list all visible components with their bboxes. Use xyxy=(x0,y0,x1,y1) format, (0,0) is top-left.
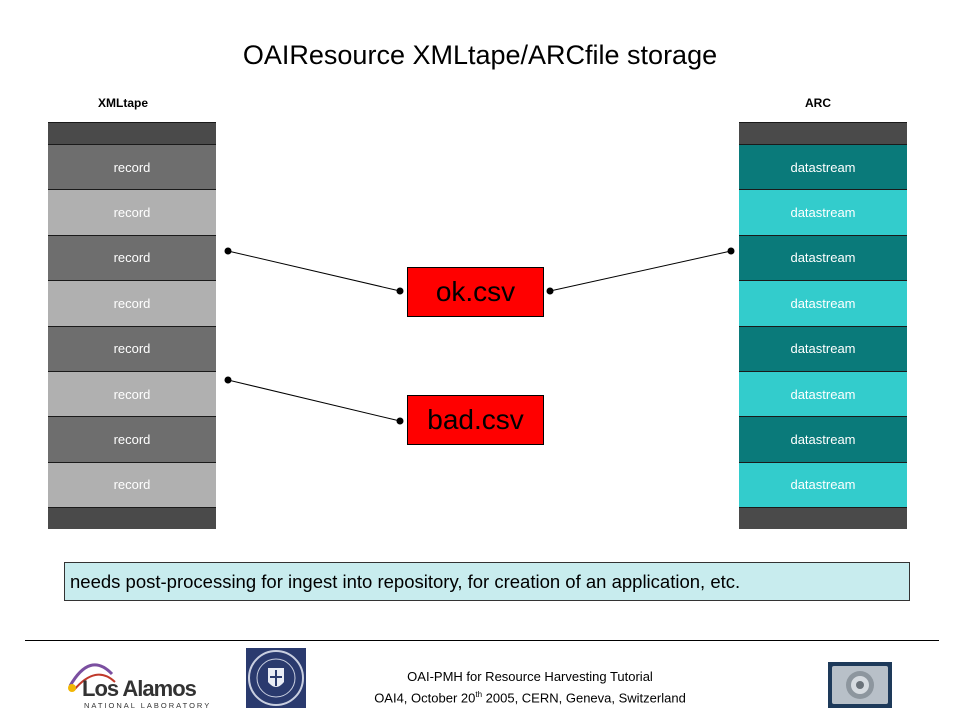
footer-line-2-sup: th xyxy=(475,690,483,699)
record-cell: record xyxy=(48,416,216,462)
dot-bad-left xyxy=(396,417,404,425)
camera-lens-icon xyxy=(828,662,892,708)
record-cell: record xyxy=(48,371,216,417)
record-cell: record xyxy=(48,144,216,190)
slide-title: OAIResource XMLtape/ARCfile storage xyxy=(242,40,718,70)
ok-to-datastream-line xyxy=(549,250,732,292)
xmltape-label: XMLtape xyxy=(98,96,149,110)
ok-csv-box: ok.csv xyxy=(407,267,544,317)
dot-record-bad xyxy=(224,376,232,384)
lanl-swoosh-icon xyxy=(68,663,116,692)
record-to-bad-line xyxy=(227,379,401,422)
datastream-cell: datastream xyxy=(739,189,907,235)
stack-top-cap xyxy=(739,122,907,144)
stack-bottom-cap xyxy=(48,507,216,530)
record-cell: record xyxy=(48,280,216,326)
dot-ok-left xyxy=(396,287,404,295)
datastream-cell: datastream xyxy=(739,144,907,190)
datastream-cell: datastream xyxy=(739,234,907,281)
footer-divider xyxy=(25,640,939,641)
stack-bottom-cap xyxy=(739,507,907,530)
bad-csv-box: bad.csv xyxy=(407,395,544,445)
record-cell: record xyxy=(48,234,216,281)
datastream-cell: datastream xyxy=(739,416,907,462)
record-cell: record xyxy=(48,325,216,371)
dot-ok-right xyxy=(546,287,554,295)
footer-text: OAI-PMH for Resource Harvesting Tutorial… xyxy=(300,668,760,707)
footer-line-2: OAI4, October 20th 2005, CERN, Geneva, S… xyxy=(300,686,760,707)
datastream-cell: datastream xyxy=(739,280,907,326)
record-cell: record xyxy=(48,461,216,508)
lanl-logo: Los Alamos NATIONAL LABORATORY xyxy=(60,646,220,712)
lanl-subtitle: NATIONAL LABORATORY xyxy=(84,701,212,710)
datastream-cell: datastream xyxy=(739,371,907,417)
arc-label: ARC xyxy=(805,96,831,110)
dot-datastream-ok xyxy=(727,247,735,255)
stack-top-cap xyxy=(48,122,216,144)
lanl-wordmark: Los Alamos xyxy=(82,676,197,701)
footer-line-2-start: OAI4, October 20 xyxy=(374,690,476,706)
dot-record-ok xyxy=(224,247,232,255)
footer-line-2-end: 2005, CERN, Geneva, Switzerland xyxy=(482,690,686,706)
post-processing-note: needs post-processing for ingest into re… xyxy=(64,562,910,601)
record-to-ok-line xyxy=(227,250,401,292)
datastream-cell: datastream xyxy=(739,325,907,371)
footer-line-1: OAI-PMH for Resource Harvesting Tutorial xyxy=(407,669,653,684)
datastream-cell: datastream xyxy=(739,461,907,508)
university-seal-icon xyxy=(246,648,306,708)
record-cell: record xyxy=(48,189,216,235)
